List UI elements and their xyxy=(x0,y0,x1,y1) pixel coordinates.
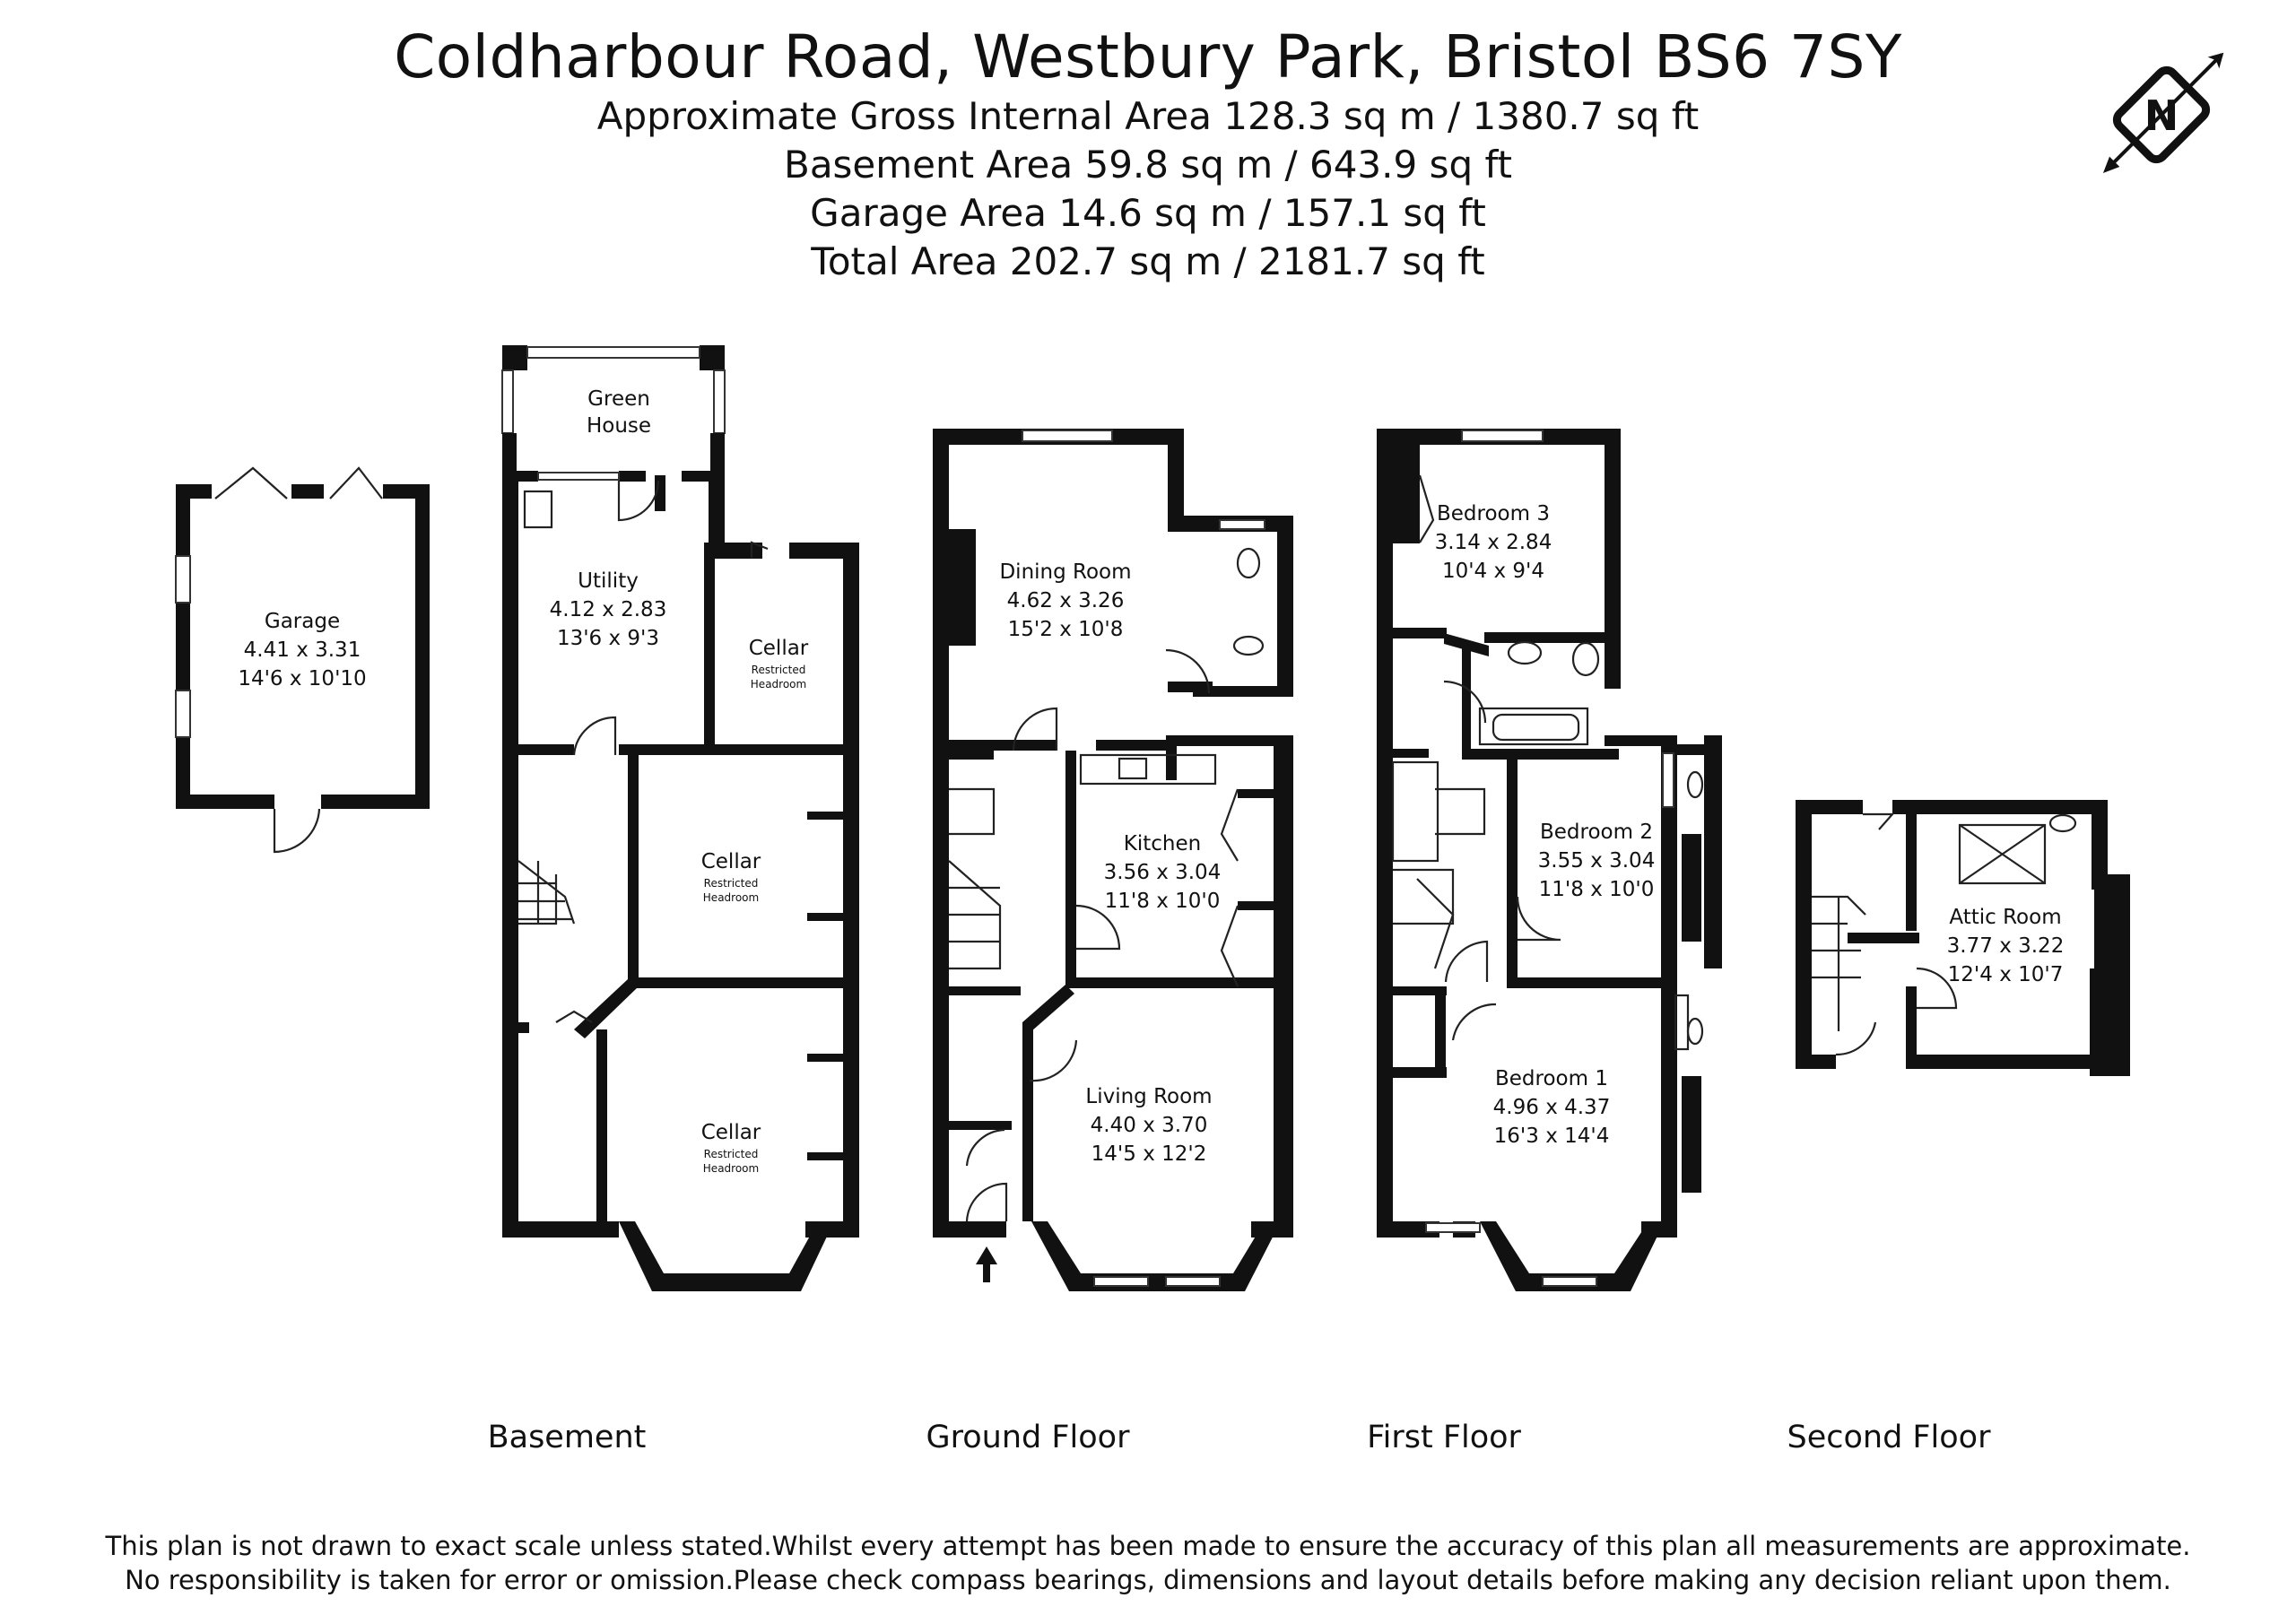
cellar-small-restricted: Restricted xyxy=(752,664,806,676)
total-area: Total Area 202.7 sq m / 2181.7 sq ft xyxy=(811,239,1485,283)
cellar-front-headroom: Headroom xyxy=(703,1162,759,1175)
utility-label: Utility xyxy=(578,569,639,593)
bedroom-1-dimensions-imperial: 16'3 x 14'4 xyxy=(1494,1125,1610,1148)
ground-floor-plan: Dining Room 4.62 x 3.26 15'2 x 10'8 Kitc… xyxy=(933,429,1293,1291)
first-floor-caption: First Floor xyxy=(1367,1420,1521,1455)
cellar-middle-headroom: Headroom xyxy=(703,891,759,904)
cellar-small-label: Cellar xyxy=(749,637,809,660)
bedroom-2-label: Bedroom 2 xyxy=(1540,821,1653,844)
bedroom-2-dimensions-metric: 3.55 x 3.04 xyxy=(1538,849,1656,873)
utility-dimensions-metric: 4.12 x 2.83 xyxy=(550,598,667,621)
garage-plan: Garage 4.41 x 3.31 14'6 x 10'10 xyxy=(175,466,430,854)
green-house-label-line2: House xyxy=(587,414,651,438)
second-floor-caption: Second Floor xyxy=(1787,1420,1991,1455)
basement-area: Basement Area 59.8 sq m / 643.9 sq ft xyxy=(784,143,1512,187)
cellar-front-label: Cellar xyxy=(701,1121,761,1144)
cellar-middle-restricted: Restricted xyxy=(704,877,759,890)
living-room-label: Living Room xyxy=(1085,1085,1212,1108)
disclaimer-line-2: No responsibility is taken for error or … xyxy=(125,1565,2171,1595)
property-address-title: Coldharbour Road, Westbury Park, Bristol… xyxy=(394,22,1902,91)
living-room-dimensions-imperial: 14'5 x 12'2 xyxy=(1091,1142,1207,1166)
garage-area: Garage Area 14.6 sq m / 157.1 sq ft xyxy=(810,191,1486,235)
attic-room-dimensions-metric: 3.77 x 3.22 xyxy=(1947,934,2065,958)
gross-internal-area: Approximate Gross Internal Area 128.3 sq… xyxy=(596,94,1700,138)
living-room-dimensions-metric: 4.40 x 3.70 xyxy=(1091,1114,1208,1137)
utility-dimensions-imperial: 13'6 x 9'3 xyxy=(557,627,659,650)
green-house-label: Green xyxy=(587,387,650,411)
dining-room-dimensions-metric: 4.62 x 3.26 xyxy=(1007,589,1125,612)
kitchen-dimensions-metric: 3.56 x 3.04 xyxy=(1104,861,1222,884)
north-compass-icon: N xyxy=(2102,52,2224,174)
bedroom-1-label: Bedroom 1 xyxy=(1495,1067,1608,1090)
basement-plan: Green House Utility 4.12 x 2.83 13'6 x 9… xyxy=(501,345,859,1291)
bedroom-3-label: Bedroom 3 xyxy=(1437,502,1550,525)
cellar-small-headroom: Headroom xyxy=(751,678,806,690)
kitchen-label: Kitchen xyxy=(1124,832,1201,855)
attic-room-dimensions-imperial: 12'4 x 10'7 xyxy=(1948,963,2064,986)
ground-floor-caption: Ground Floor xyxy=(926,1420,1131,1455)
bedroom-3-dimensions-metric: 3.14 x 2.84 xyxy=(1435,531,1552,554)
bedroom-2-dimensions-imperial: 11'8 x 10'0 xyxy=(1539,878,1655,901)
attic-room-label: Attic Room xyxy=(1949,906,2061,929)
garage-label: Garage xyxy=(265,610,340,633)
kitchen-dimensions-imperial: 11'8 x 10'0 xyxy=(1105,890,1221,913)
cellar-middle-label: Cellar xyxy=(701,850,761,873)
dining-room-dimensions-imperial: 15'2 x 10'8 xyxy=(1008,618,1124,641)
second-floor-plan: Attic Room 3.77 x 3.22 12'4 x 10'7 xyxy=(1796,800,2130,1076)
garage-dimensions-metric: 4.41 x 3.31 xyxy=(244,638,361,662)
basement-caption: Basement xyxy=(488,1420,647,1455)
disclaimer-line-1: This plan is not drawn to exact scale un… xyxy=(105,1531,2191,1561)
first-floor-plan: Bedroom 3 3.14 x 2.84 10'4 x 9'4 Bedroom… xyxy=(1377,429,1722,1291)
cellar-front-restricted: Restricted xyxy=(704,1148,759,1160)
bedroom-1-dimensions-metric: 4.96 x 4.37 xyxy=(1493,1096,1611,1119)
dining-room-label: Dining Room xyxy=(999,560,1131,584)
compass-north-letter: N xyxy=(2144,91,2179,140)
bedroom-3-dimensions-imperial: 10'4 x 9'4 xyxy=(1442,560,1544,583)
garage-dimensions-imperial: 14'6 x 10'10 xyxy=(238,667,366,690)
